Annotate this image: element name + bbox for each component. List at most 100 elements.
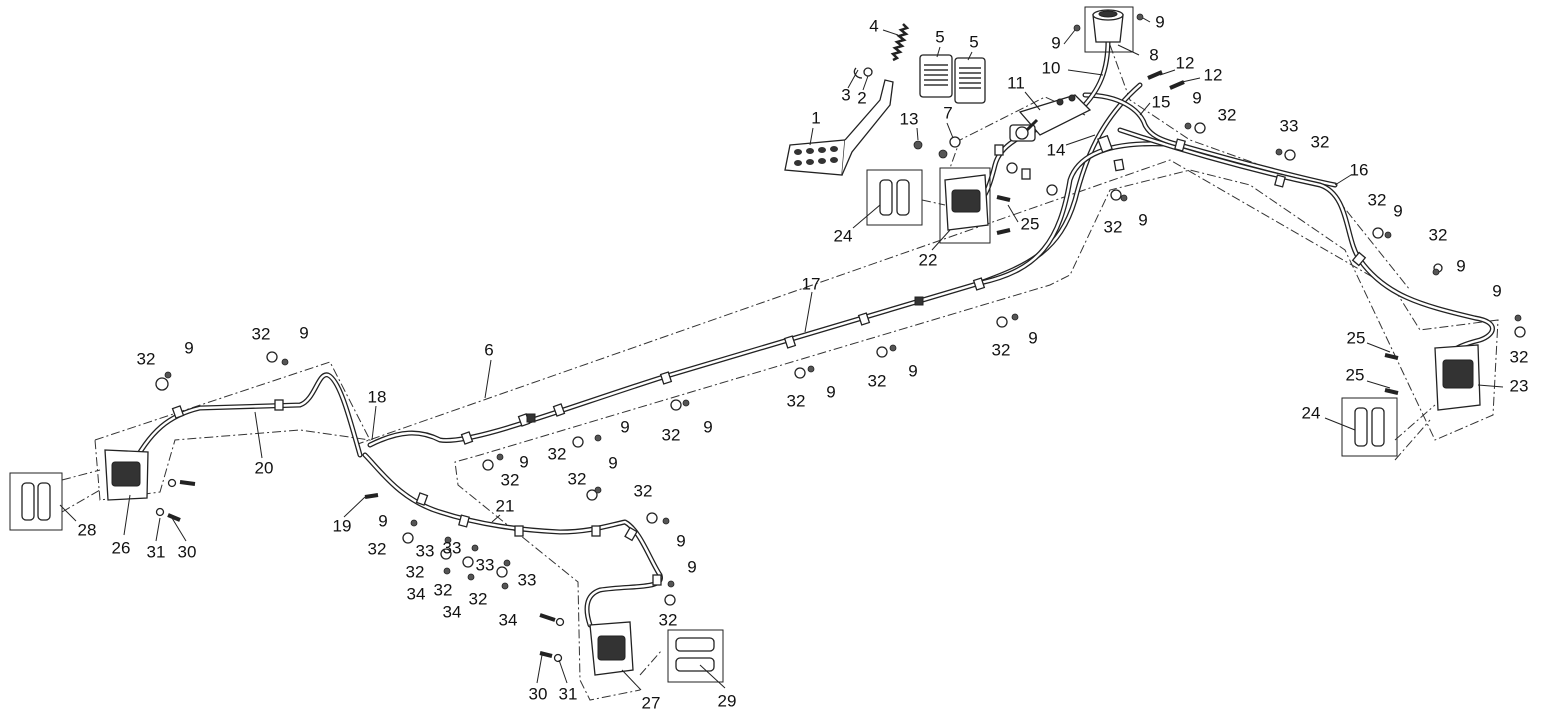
callout-9-p: 9 [1456,256,1465,275]
caliper-icon [104,167,1481,676]
callout-4: 4 [869,16,878,35]
callout-33-d: 33 [476,555,495,574]
callout-12a: 12 [1176,53,1195,72]
callout-32: 32 [137,349,156,368]
callout-1: 1 [811,108,820,127]
callout-34: 34 [407,584,426,603]
callout-32-n: 32 [1218,105,1237,124]
callout-34-b: 34 [443,602,462,621]
reservoir-icon [1084,6,1134,53]
callout-9-e: 9 [620,417,629,436]
callout-32-s: 32 [406,562,425,581]
callout-16: 16 [1350,160,1369,179]
callout-11: 11 [1007,73,1025,92]
spring-icon [890,23,910,62]
callout-22: 22 [919,250,938,269]
callout-32-d: 32 [501,470,520,489]
banjo-bolt-icon [167,70,1399,658]
callout-9-n: 9 [1192,88,1201,107]
callout-32-i: 32 [662,425,681,444]
callout-9-i: 9 [703,417,712,436]
callout-9-k: 9 [908,361,917,380]
callout-32-b: 32 [252,324,271,343]
callout-9-d: 9 [519,452,528,471]
callout-32-l: 32 [992,340,1011,359]
callout-34-c: 34 [499,610,518,629]
callout-32-c: 32 [368,539,387,558]
pad-kit-icon [9,169,1398,683]
callout-32-q: 32 [1429,225,1448,244]
callout-32-u: 32 [469,589,488,608]
callout-33-e: 33 [518,570,537,589]
callout-9-b: 9 [299,323,308,342]
callout-13: 13 [900,109,919,128]
callout-9-f: 9 [608,453,617,472]
master-cylinder-icon [1009,94,1113,154]
callout-24b: 24 [1302,403,1321,422]
callout-9-c: 9 [378,511,387,530]
callout-25a: 25 [1021,214,1040,233]
pad-kit-icon [919,54,986,104]
callout-19: 19 [333,516,352,535]
callout-14: 14 [1047,140,1066,159]
callout-9-o: 9 [1393,201,1402,220]
callout-32-k: 32 [868,371,887,390]
washer-icon [155,478,565,663]
callout-30b: 30 [529,684,548,703]
callout-9-m: 9 [1138,210,1147,229]
callout-9-a: 9 [184,338,193,357]
callout-30a: 30 [178,542,197,561]
callout-12b: 12 [1204,65,1223,84]
callout-24a: 24 [834,226,853,245]
callout-33-c: 33 [443,538,462,557]
brake-lines [127,37,1495,628]
callout-27: 27 [642,693,661,712]
hose-grommets [171,138,1367,586]
hose-clip-icon [155,122,1526,606]
callout-9-h: 9 [687,557,696,576]
brake-pedal-icon [784,79,894,176]
callout-26: 26 [112,538,131,557]
callout-33-b: 33 [1280,116,1299,135]
callout-labels: 1 2 3 4 5 5 6 7 8 9 9 10 11 12 12 13 14 … [78,12,1529,712]
callout-32-m: 32 [1104,217,1123,236]
callout-32-t: 32 [434,580,453,599]
callout-9-topright: 9 [1155,12,1164,31]
callout-20: 20 [255,458,274,477]
callout-18: 18 [368,387,387,406]
callout-3: 3 [841,85,850,104]
callout-25b: 25 [1347,328,1366,347]
callout-7: 7 [943,103,952,122]
callout-9-q: 9 [1492,281,1501,300]
clip-icon [853,67,863,79]
callout-2: 2 [857,88,866,107]
callout-6: 6 [484,340,493,359]
callout-29: 29 [718,691,737,710]
callout-28: 28 [78,520,97,539]
callout-21: 21 [496,496,515,515]
bolt-icon [164,13,1522,590]
leader-lines [59,17,1504,691]
callout-9-g: 9 [676,531,685,550]
callout-8: 8 [1149,45,1158,64]
callout-32-e: 32 [548,444,567,463]
callout-25c: 25 [1346,365,1365,384]
callout-9-top: 9 [1051,33,1060,52]
callout-17: 17 [802,274,821,293]
callout-31a: 31 [147,542,166,561]
washer-icon [863,67,873,77]
callout-32-j: 32 [787,391,806,410]
callout-10: 10 [1042,58,1061,77]
callout-9-j: 9 [826,382,835,401]
callout-32-o: 32 [1311,132,1330,151]
callout-32-p: 32 [1368,190,1387,209]
assembly-outlines [61,44,1499,701]
callout-5b: 5 [969,32,978,51]
callout-32-r: 32 [1510,347,1529,366]
callout-15: 15 [1152,92,1171,111]
callout-31b: 31 [559,684,578,703]
callout-33: 33 [416,541,435,560]
callout-32-h: 32 [659,610,678,629]
callout-5a: 5 [935,27,944,46]
